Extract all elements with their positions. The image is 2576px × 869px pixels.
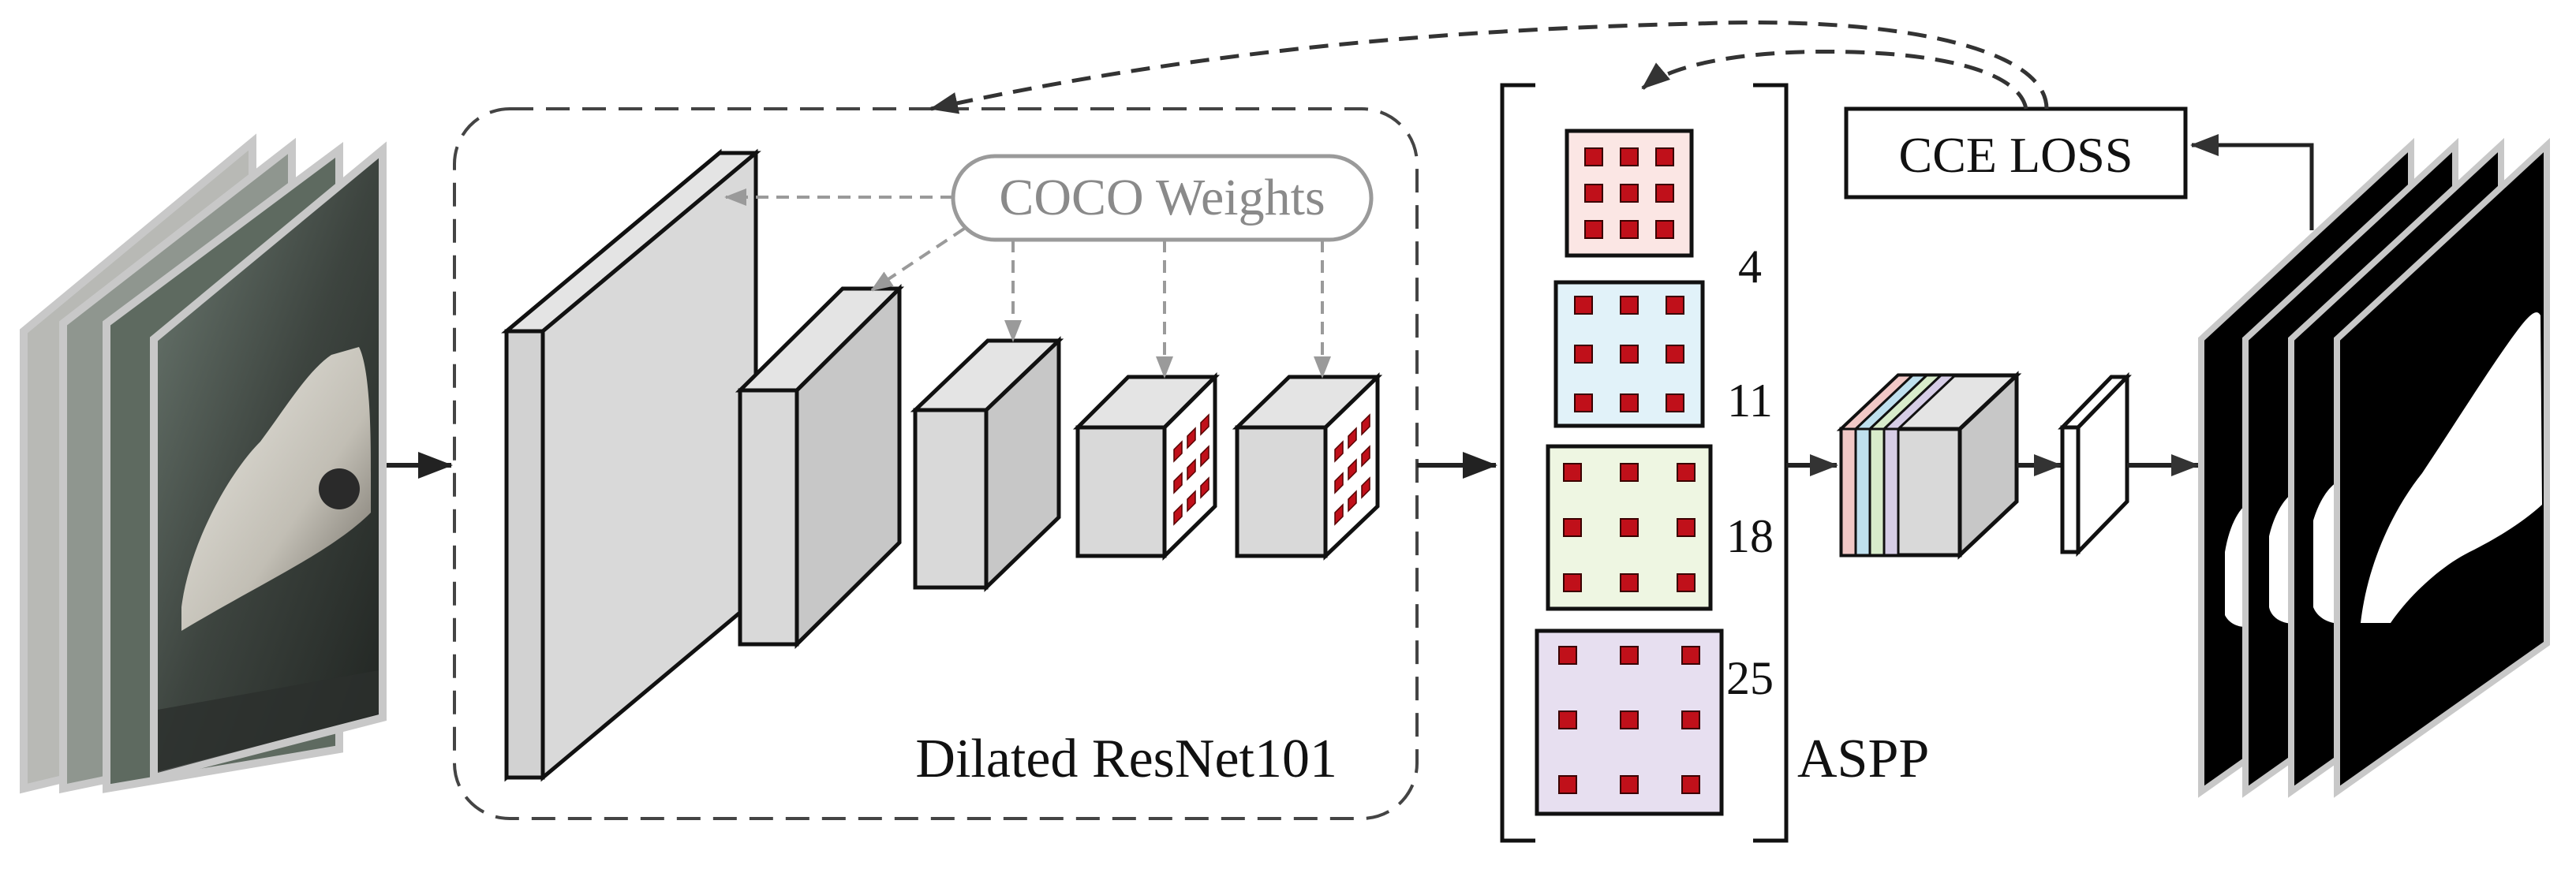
dilation-rate-25: 25 (1726, 652, 1774, 704)
resnet-block-5 (1232, 372, 1383, 561)
aspp-branch-rate-4 (1565, 129, 1694, 258)
resnet-block-4 (1072, 371, 1221, 561)
aspp-left-bracket (1500, 83, 1535, 843)
aspp-right-bracket (1753, 83, 1789, 843)
arrow-masks-to-loss (2190, 134, 2314, 230)
aspp-label: ASPP (1797, 729, 1929, 789)
weight-transfer-arrows (724, 188, 1331, 379)
dilation-rate-18: 18 (1726, 510, 1774, 562)
car-wheel (319, 468, 360, 509)
loss-feedback-arrows (929, 21, 2049, 114)
ground-texture (158, 670, 379, 773)
backbone-group: COCO Weights Dilated ResNet101 (453, 107, 1419, 820)
dilation-rate-4: 4 (1738, 241, 1762, 293)
pointwise-conv-slab (2058, 371, 2132, 558)
aspp-group: 4 11 18 (1500, 83, 1929, 843)
mask-car-shape (2361, 312, 2542, 623)
resnet-block-2 (735, 283, 905, 650)
dilated-kernel-5 (1334, 413, 1370, 526)
aspp-branch-rate-18 (1546, 444, 1713, 611)
concatenated-feature-block (1836, 371, 2022, 560)
cce-loss-box (1844, 106, 2188, 200)
dilated-kernel-4 (1173, 413, 1209, 526)
input-image-stack (20, 133, 387, 794)
cce-loss-label: CCE LOSS (1899, 127, 2133, 183)
aspp-branch-rate-25 (1535, 628, 1724, 816)
resnet-block-3 (910, 336, 1064, 592)
coco-weights-label: COCO Weights (999, 169, 1325, 226)
concat-stripes (1838, 374, 1958, 557)
backbone-label: Dilated ResNet101 (915, 729, 1337, 789)
dilation-rate-11: 11 (1727, 375, 1773, 427)
burnt-car-silhouette (181, 347, 371, 631)
aspp-branch-rate-11 (1553, 280, 1705, 428)
resnet-block-1 (501, 148, 761, 782)
output-mask-stack (2198, 137, 2550, 798)
